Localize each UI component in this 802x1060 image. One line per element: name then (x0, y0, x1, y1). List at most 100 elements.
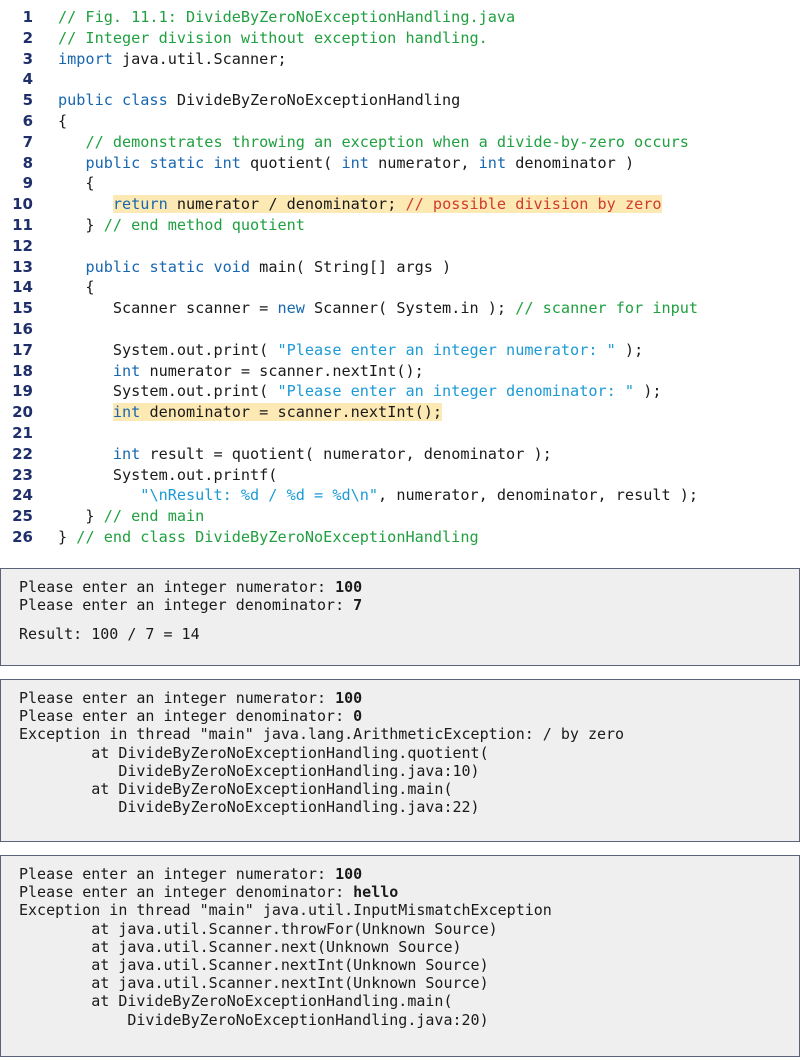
output-text: Please enter an integer denominator: (19, 707, 354, 726)
output-line: at java.util.Scanner.nextInt(Unknown Sou… (19, 974, 781, 992)
code-token: DivideByZeroNoExceptionHandling (167, 91, 461, 110)
code-token: // end class DivideByZeroNoExceptionHand… (76, 527, 479, 546)
output-text: at DivideByZeroNoExceptionHandling.main( (19, 992, 453, 1011)
code-token: , numerator, denominator, result ); (378, 486, 699, 505)
code-token: System.out.print( (58, 340, 278, 359)
code-token: quotient( (240, 153, 342, 172)
code-token: numerator / denominator; (167, 195, 406, 214)
code-line: 15 Scanner scanner = new Scanner( System… (0, 298, 802, 319)
code-text: // demonstrates throwing an exception wh… (58, 132, 688, 153)
output-line: Please enter an integer denominator: hel… (19, 883, 781, 901)
code-token: System.out.print( (58, 382, 278, 401)
code-token: "Please enter an integer numerator: " (277, 340, 616, 359)
code-line: 7 // demonstrates throwing an exception … (0, 132, 802, 153)
line-number: 11 (12, 215, 33, 234)
code-token (58, 445, 113, 463)
code-text: } // end main (58, 506, 204, 527)
code-line: 17 System.out.print( "Please enter an in… (0, 340, 802, 361)
code-line: 1// Fig. 11.1: DivideByZeroNoExceptionHa… (0, 7, 802, 28)
code-line: 26} // end class DivideByZeroNoException… (0, 527, 802, 548)
code-text: } // end method quotient (58, 215, 305, 236)
code-token: import (58, 49, 113, 68)
line-number: 10 (12, 195, 33, 214)
code-text: Scanner scanner = new Scanner( System.in… (58, 298, 698, 319)
code-line: 14 { (0, 277, 802, 298)
code-line: 11 } // end method quotient (0, 215, 802, 236)
line-number: 23 (12, 465, 33, 484)
output-text: at DivideByZeroNoExceptionHandling.quoti… (19, 743, 489, 762)
code-token: public static int (85, 153, 241, 172)
code-text: { (58, 111, 67, 132)
output-text: at java.util.Scanner.throwFor(Unknown So… (19, 919, 498, 938)
line-number: 18 (12, 361, 33, 380)
output-text: Exception in thread "main" java.util.Inp… (19, 901, 552, 920)
code-text: } // end class DivideByZeroNoExceptionHa… (58, 527, 479, 548)
code-token (58, 403, 113, 421)
code-line: 25 } // end main (0, 506, 802, 527)
code-text: public static int quotient( int numerato… (58, 153, 634, 174)
code-line: 24 "\nResult: %d / %d = %d\n", numerator… (0, 485, 802, 506)
user-input: 0 (353, 707, 363, 726)
code-token: int (112, 444, 141, 463)
code-token: new (277, 299, 305, 318)
code-token: "\nResult: %d / %d = %d\n" (140, 486, 379, 505)
code-token: } (58, 215, 104, 234)
output-text: DivideByZeroNoExceptionHandling.java:10) (19, 761, 480, 780)
line-number: 3 (22, 49, 33, 68)
user-input: 100 (335, 689, 363, 707)
line-number: 9 (22, 174, 33, 193)
code-text: "\nResult: %d / %d = %d\n", numerator, d… (58, 485, 698, 506)
output-text: Please enter an integer numerator: (19, 578, 336, 596)
code-text: { (58, 277, 94, 298)
output-text: at java.util.Scanner.nextInt(Unknown Sou… (19, 955, 489, 974)
output-line: at java.util.Scanner.nextInt(Unknown Sou… (19, 956, 781, 974)
code-text: // Fig. 11.1: DivideByZeroNoExceptionHan… (58, 7, 515, 28)
line-number: 2 (22, 28, 33, 47)
code-line: 10 return numerator / denominator; // po… (0, 194, 802, 215)
code-line: 16 (0, 319, 802, 340)
code-token: // possible division by zero (405, 195, 662, 214)
output-line: at DivideByZeroNoExceptionHandling.main( (19, 992, 781, 1010)
output-text: Exception in thread "main" java.lang.Ari… (19, 725, 625, 744)
code-line: 22 int result = quotient( numerator, den… (0, 444, 802, 465)
output-text: Please enter an integer numerator: (19, 865, 336, 883)
line-number: 19 (12, 382, 33, 401)
user-input: 100 (335, 578, 363, 596)
code-token: Scanner scanner = (58, 299, 278, 318)
code-text: int numerator = scanner.nextInt(); (58, 361, 424, 382)
code-line: 23 System.out.printf( (0, 465, 802, 486)
code-line: 21 (0, 423, 802, 444)
code-text: public static void main( String[] args ) (58, 257, 451, 278)
code-text: int denominator = scanner.nextInt(); (58, 402, 443, 423)
code-token: } (58, 507, 104, 526)
code-token: // scanner for input (515, 299, 699, 318)
output-line: DivideByZeroNoExceptionHandling.java:20) (19, 1011, 781, 1029)
line-number: 6 (22, 111, 33, 130)
code-token: } (58, 527, 77, 546)
code-text: { (58, 173, 94, 194)
code-token: int (478, 153, 507, 172)
output-line: at DivideByZeroNoExceptionHandling.main( (19, 780, 781, 798)
code-token: main( String[] args ) (250, 257, 452, 276)
output-line: Exception in thread "main" java.lang.Ari… (19, 725, 781, 743)
code-text: return numerator / denominator; // possi… (58, 194, 662, 215)
code-token (58, 154, 85, 172)
code-token (58, 258, 85, 276)
line-number: 14 (12, 278, 33, 297)
code-token: int (112, 361, 141, 380)
code-token: int (112, 403, 141, 422)
output-line: Please enter an integer numerator: 100 (19, 865, 781, 883)
code-token: // end method quotient (103, 215, 305, 234)
code-text: // Integer division without exception ha… (58, 28, 488, 49)
code-token: return (112, 195, 168, 214)
line-number: 20 (12, 403, 33, 422)
highlighted-code: return numerator / denominator; // possi… (112, 195, 662, 214)
code-line: 8 public static int quotient( int numera… (0, 153, 802, 174)
line-number: 5 (22, 91, 33, 110)
line-number: 12 (12, 236, 33, 255)
output-line: Exception in thread "main" java.util.Inp… (19, 901, 781, 919)
code-line: 9 { (0, 173, 802, 194)
